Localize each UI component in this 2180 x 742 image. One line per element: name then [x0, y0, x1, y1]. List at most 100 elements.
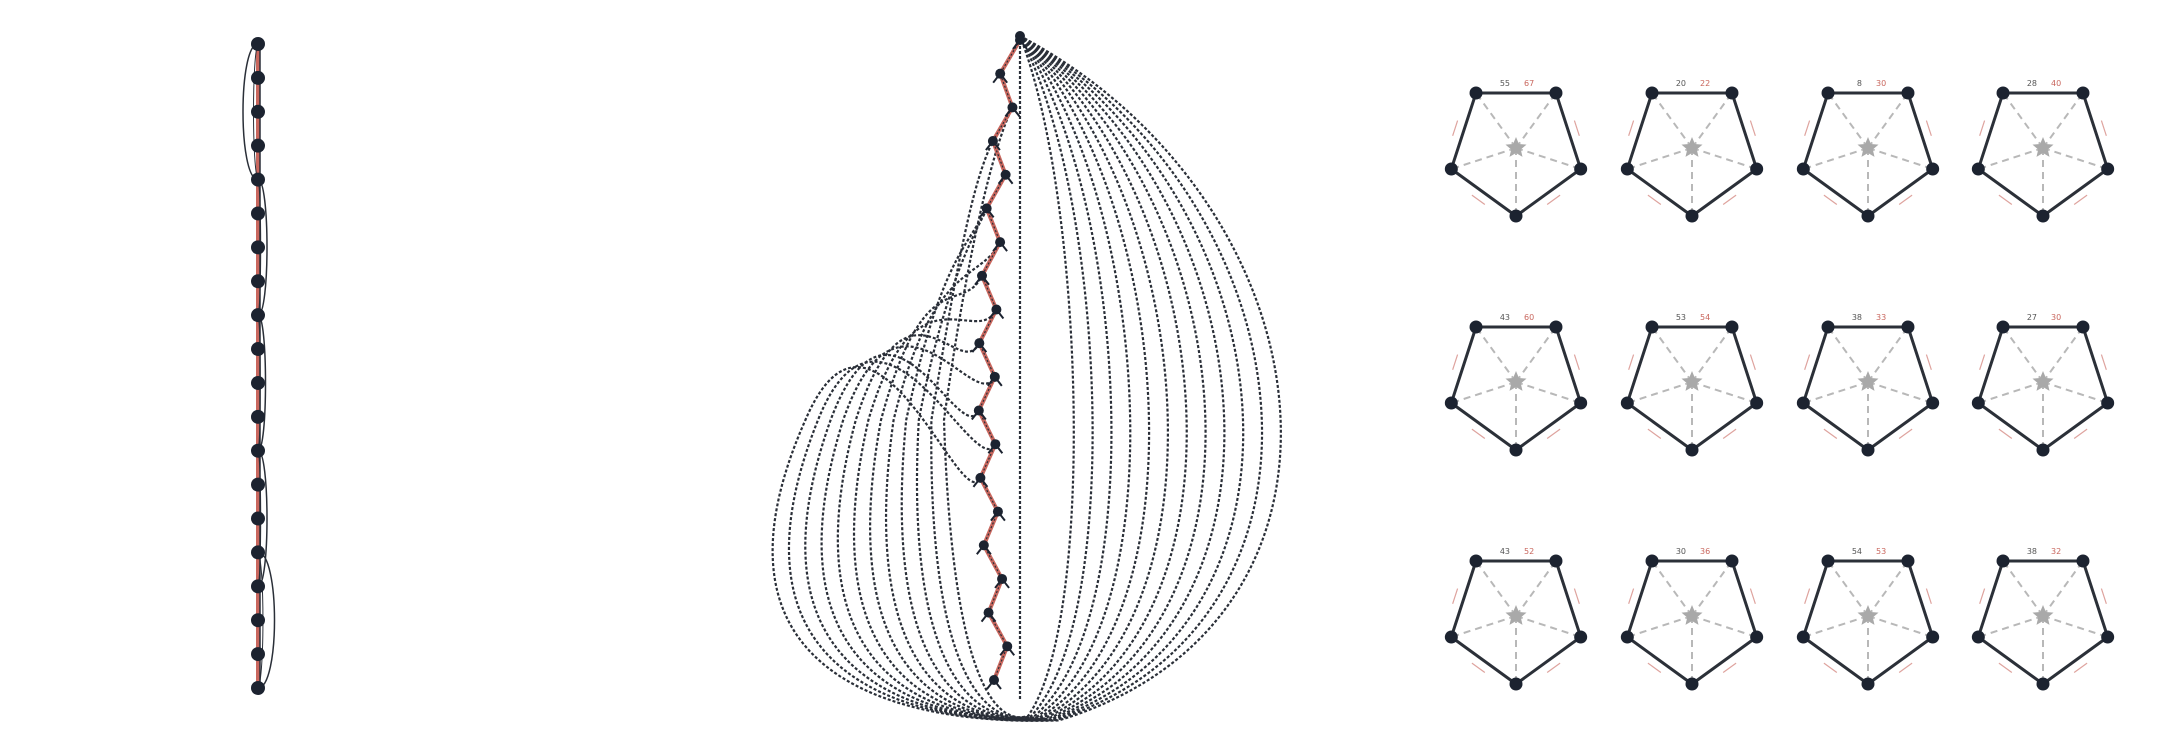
chain-node [251, 172, 265, 187]
pentagon-outline [1449, 559, 1583, 686]
pentagon-outline [1801, 559, 1935, 686]
pentagon-node [1645, 86, 1659, 100]
edge-label-mark [1979, 354, 1986, 371]
edge-label-mark [1823, 194, 1838, 205]
edge-label-mark [1998, 194, 2013, 205]
pentagon-node [2036, 443, 2050, 457]
edge-label-mark [1452, 588, 1459, 605]
spine-arrow [990, 509, 1006, 522]
pentagon-node [1861, 443, 1875, 457]
edge-label-mark [1573, 588, 1580, 605]
edge-label-mark [1722, 662, 1737, 673]
pentagon-guide [1867, 147, 1933, 170]
pentagon-guide [1691, 381, 1757, 404]
edge-label-mark [2100, 354, 2107, 371]
chain-node [251, 579, 265, 594]
edge-label-mark [1998, 662, 2013, 673]
star-icon [1857, 137, 1879, 157]
pentagon-node [2101, 162, 2115, 176]
chain-node [251, 477, 265, 492]
left-chain-panel [242, 37, 276, 695]
edge-label-mark [2100, 120, 2107, 137]
edge-label-mark [1452, 120, 1459, 137]
pentagon-node [1796, 162, 1810, 176]
pentagon-node [1996, 86, 2010, 100]
pentagon-outline [1801, 325, 1935, 452]
pentagon-diagram: 30 36 [1620, 547, 1764, 691]
edge-label-mark [1749, 120, 1756, 137]
pentagon-guide [1627, 147, 1693, 170]
dotted-loop [836, 35, 1207, 721]
pentagon-guide [1475, 92, 1517, 149]
edge-label-mark [1823, 428, 1838, 439]
edge-label-mark [1471, 662, 1486, 673]
pentagon-node [1901, 86, 1915, 100]
edge-label-mark [1749, 354, 1756, 371]
spine-arrow [992, 240, 1008, 252]
pentagon-guide [1515, 92, 1557, 149]
dotted-loop [771, 35, 1282, 722]
pentagon-guide [1867, 615, 1933, 638]
pentagon-top-label: 38 [1852, 313, 1862, 322]
chain-node [251, 274, 265, 289]
star-icon [1505, 137, 1527, 157]
pentagon-node [1444, 396, 1458, 410]
dotted-loop [900, 35, 1132, 720]
pentagon-node [1469, 320, 1483, 334]
pentagon-guide [1451, 615, 1517, 638]
pentagon-top-label-accent: 33 [1876, 313, 1886, 322]
pentagon-guide [1691, 560, 1733, 617]
pentagon-node [1821, 554, 1835, 568]
edge-label-mark [1546, 662, 1561, 673]
pentagon-node [2076, 86, 2090, 100]
edge-label-mark [1573, 120, 1580, 137]
pentagon-top-label-accent: 54 [1700, 313, 1710, 322]
star-icon [1857, 605, 1879, 625]
pentagon-top-label-accent: 36 [1700, 547, 1710, 556]
star-icon [1505, 605, 1527, 625]
chain-node [251, 104, 265, 119]
pentagon-node [2076, 320, 2090, 334]
spine-arrow [986, 678, 1002, 690]
chain-node [251, 511, 265, 526]
chain-node [251, 240, 265, 255]
edge-label-mark [1998, 428, 2013, 439]
spine-arrow [971, 341, 988, 353]
pentagon-guide [1827, 92, 1869, 149]
chain-node [251, 138, 265, 153]
edge-label-mark [1628, 354, 1635, 371]
pentagon-guide [1827, 326, 1869, 383]
pentagon-node [1509, 443, 1523, 457]
pentagon-guide [1978, 147, 2044, 170]
edge-label-mark [1898, 194, 1913, 205]
pentagon-node [1750, 396, 1764, 410]
pentagon-node [2101, 630, 2115, 644]
spine-arrow [974, 274, 990, 286]
star-icon [1681, 137, 1703, 157]
edge-label-mark [1804, 588, 1811, 605]
pentagon-guide [1515, 560, 1557, 617]
pentagon-guide [1867, 381, 1933, 404]
edge-label-mark [1546, 428, 1561, 439]
pentagon-top-label: 8 [1857, 79, 1862, 88]
pentagon-guide [1515, 147, 1581, 170]
dotted-loop [884, 35, 1151, 720]
pentagon-node [1926, 162, 1940, 176]
pentagon-top-label: 30 [1676, 547, 1686, 556]
chain-node [251, 443, 265, 458]
pentagon-outline [1625, 559, 1759, 686]
pentagon-node [1750, 630, 1764, 644]
pentagon-node [2036, 209, 2050, 223]
spine-arrow [994, 577, 1010, 589]
pentagon-guide [2042, 326, 2084, 383]
pentagon-outline [1801, 91, 1935, 218]
pentagon-guide [1451, 381, 1517, 404]
edge-label-mark [1749, 588, 1756, 605]
chain-node [251, 647, 265, 662]
chain-node [251, 37, 265, 51]
pentagon-guide [1978, 381, 2044, 404]
